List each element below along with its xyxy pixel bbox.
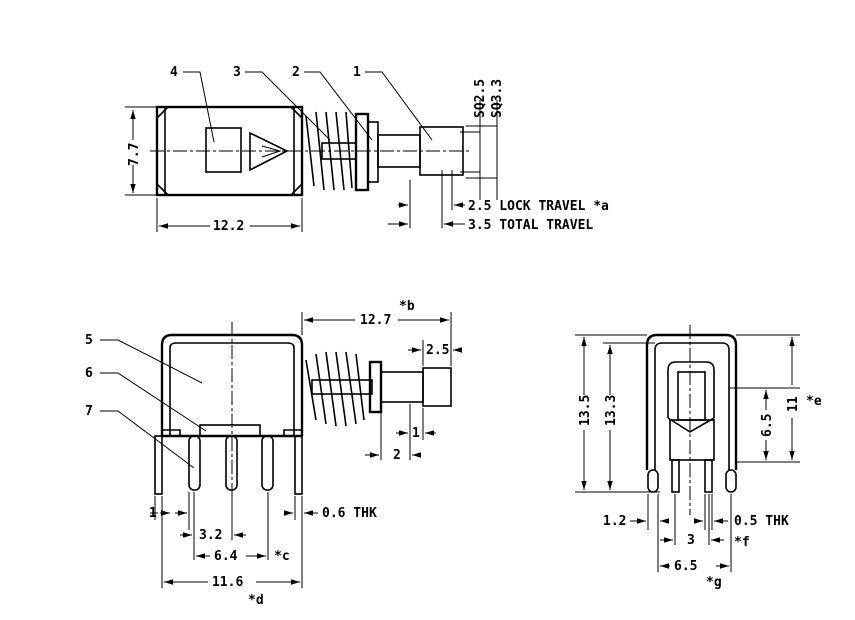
- width-3-label: 3: [687, 533, 695, 548]
- end-view: 13.5 13.3 6.5 11 *e 1.2 0.5 THK 3 *f 6.5…: [575, 325, 822, 590]
- callout-1: 1: [353, 65, 361, 80]
- length-label: 12.7: [360, 313, 391, 328]
- overall-label: 11.6: [212, 575, 243, 590]
- d1-label: 1: [412, 426, 420, 441]
- sq-small-label: SQ2.5: [473, 79, 488, 118]
- length-note: *b: [399, 299, 415, 314]
- callout-5: 5: [85, 333, 93, 348]
- top-view: 4 3 2 1 SQ2.5 SQ3.3 7.7 12.2 2.5 LOCK TR…: [125, 65, 609, 234]
- pitch2-label: 6.4: [214, 549, 238, 564]
- height-11-note: *e: [806, 394, 822, 409]
- height-label: 7.7: [127, 143, 142, 166]
- pin-width-1.2-label: 1.2: [603, 514, 626, 529]
- sq-large-label: SQ3.3: [490, 79, 505, 118]
- d2-label: 2: [393, 448, 401, 463]
- height-11-label: 11: [786, 396, 801, 412]
- pitch2-note: *c: [274, 549, 290, 564]
- width-3-note: *f: [734, 535, 750, 550]
- side-view: 5 6 7 12.7 *b 2.5 1 2 1 3.2 6.4 *c 0.6 T…: [85, 299, 462, 608]
- overall-note: *d: [248, 593, 264, 608]
- callout-2: 2: [292, 65, 300, 80]
- thk-0.5-label: 0.5 THK: [734, 514, 789, 529]
- height-13.3-label: 13.3: [604, 395, 619, 426]
- callout-4: 4: [170, 65, 178, 80]
- callout-3: 3: [233, 65, 241, 80]
- width-6.5-label: 6.5: [674, 559, 697, 574]
- lock-travel-label: 2.5 LOCK TRAVEL *a: [468, 199, 609, 214]
- total-travel-label: 3.5 TOTAL TRAVEL: [468, 218, 593, 233]
- pin-width-label: 1: [149, 506, 157, 521]
- height-13.5-label: 13.5: [578, 395, 593, 426]
- callout-6: 6: [85, 366, 93, 381]
- height-6.5-label: 6.5: [760, 414, 775, 437]
- callout-7: 7: [85, 404, 93, 419]
- thk-label: 0.6 THK: [322, 506, 377, 521]
- cap-label: 2.5: [426, 343, 449, 358]
- pitch-label: 3.2: [199, 528, 222, 543]
- width-6.5-note: *g: [706, 575, 722, 590]
- width-label: 12.2: [213, 219, 244, 234]
